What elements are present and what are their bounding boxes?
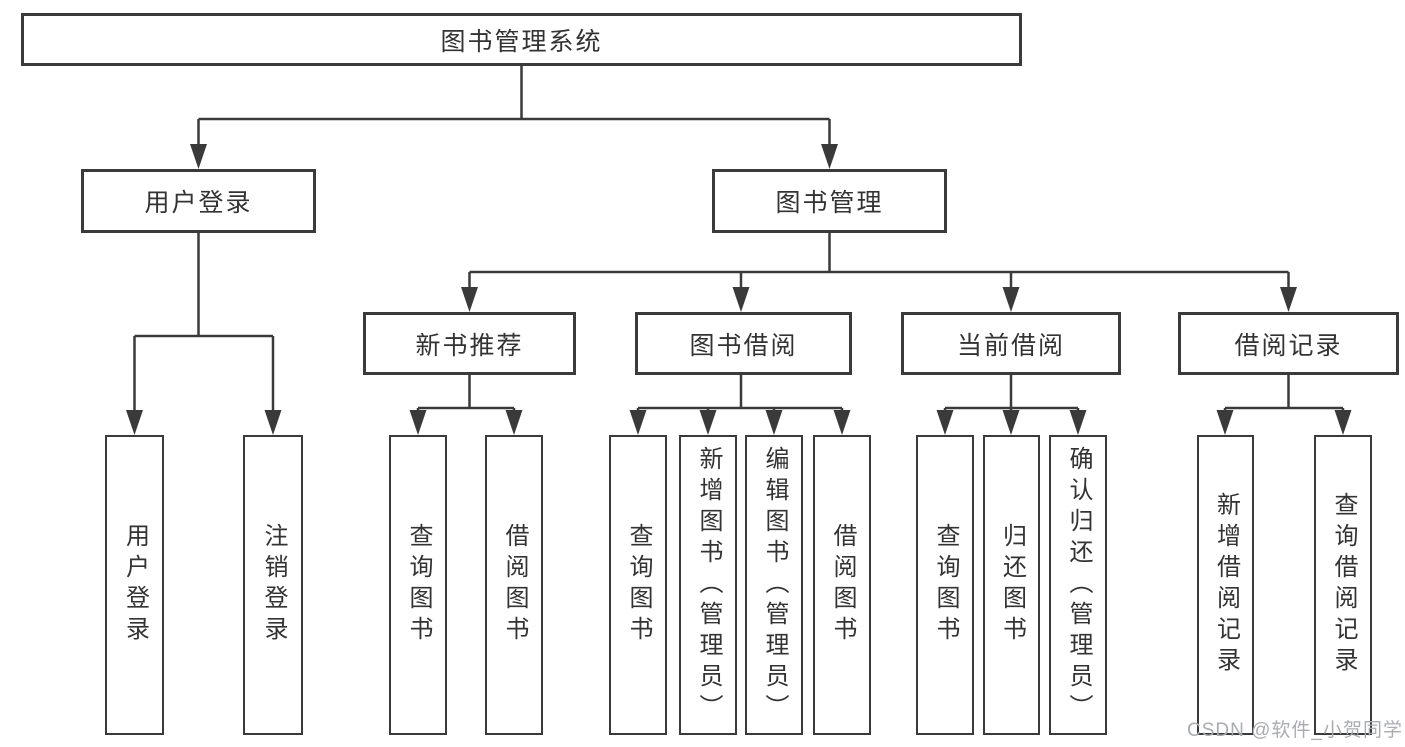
- leaf-logout-label: 注销登录: [260, 523, 287, 647]
- node-borrow-records: 借阅记录: [1178, 312, 1399, 375]
- node-new-book-recommend: 新书推荐: [363, 312, 576, 375]
- node-current-borrow-label: 当前借阅: [956, 331, 1065, 360]
- leaf-query-books-borrow-label: 查询图书: [625, 523, 652, 647]
- leaf-add-book-admin-label: 新增图书（管理员）: [695, 445, 722, 725]
- node-library-system-label: 图书管理系统: [440, 27, 603, 56]
- node-borrow-records-label: 借阅记录: [1234, 331, 1343, 360]
- csdn-watermark: CSDN @软件_小贺同学: [1187, 720, 1403, 741]
- leaf-borrow-books-recommend-label: 借阅图书: [501, 523, 528, 647]
- leaf-add-book-admin: 新增图书（管理员）: [679, 435, 737, 735]
- node-book-borrow: 图书借阅: [635, 312, 852, 375]
- node-user-login-branch-label: 用户登录: [144, 189, 253, 217]
- leaf-confirm-return-admin-label: 确认归还（管理员）: [1065, 445, 1092, 725]
- leaf-query-books-current-label: 查询图书: [932, 523, 959, 647]
- leaf-user-login-label: 用户登录: [121, 523, 149, 647]
- leaf-add-borrow-record-label: 新增借阅记录: [1212, 492, 1240, 678]
- leaf-query-books-current: 查询图书: [916, 435, 974, 735]
- leaf-query-borrow-record: 查询借阅记录: [1314, 435, 1372, 735]
- leaf-edit-book-admin: 编辑图书（管理员）: [745, 435, 803, 735]
- node-book-borrow-label: 图书借阅: [689, 331, 798, 360]
- node-current-borrow: 当前借阅: [901, 312, 1121, 375]
- node-user-login-branch: 用户登录: [81, 169, 316, 233]
- leaf-borrow-books: 借阅图书: [813, 435, 871, 735]
- leaf-return-book: 归还图书: [983, 435, 1040, 735]
- leaf-borrow-books-label: 借阅图书: [829, 523, 856, 647]
- leaf-user-login: 用户登录: [105, 435, 164, 735]
- leaf-borrow-books-recommend: 借阅图书: [485, 435, 543, 735]
- node-book-management-label: 图书管理: [775, 189, 884, 217]
- arrowheads: [126, 144, 1352, 435]
- leaf-add-borrow-record: 新增借阅记录: [1197, 435, 1254, 735]
- leaf-query-books-recommend: 查询图书: [389, 435, 447, 735]
- leaf-query-books-borrow: 查询图书: [609, 435, 667, 735]
- leaf-edit-book-admin-label: 编辑图书（管理员）: [761, 445, 788, 725]
- node-library-system: 图书管理系统: [21, 13, 1022, 66]
- leaf-query-borrow-record-label: 查询借阅记录: [1330, 492, 1357, 678]
- leaf-query-books-recommend-label: 查询图书: [405, 523, 432, 647]
- node-new-book-recommend-label: 新书推荐: [415, 331, 524, 360]
- node-book-management: 图书管理: [712, 169, 947, 233]
- leaf-confirm-return-admin: 确认归还（管理员）: [1049, 435, 1107, 735]
- leaf-logout: 注销登录: [243, 435, 303, 735]
- leaf-return-book-label: 归还图书: [998, 523, 1026, 647]
